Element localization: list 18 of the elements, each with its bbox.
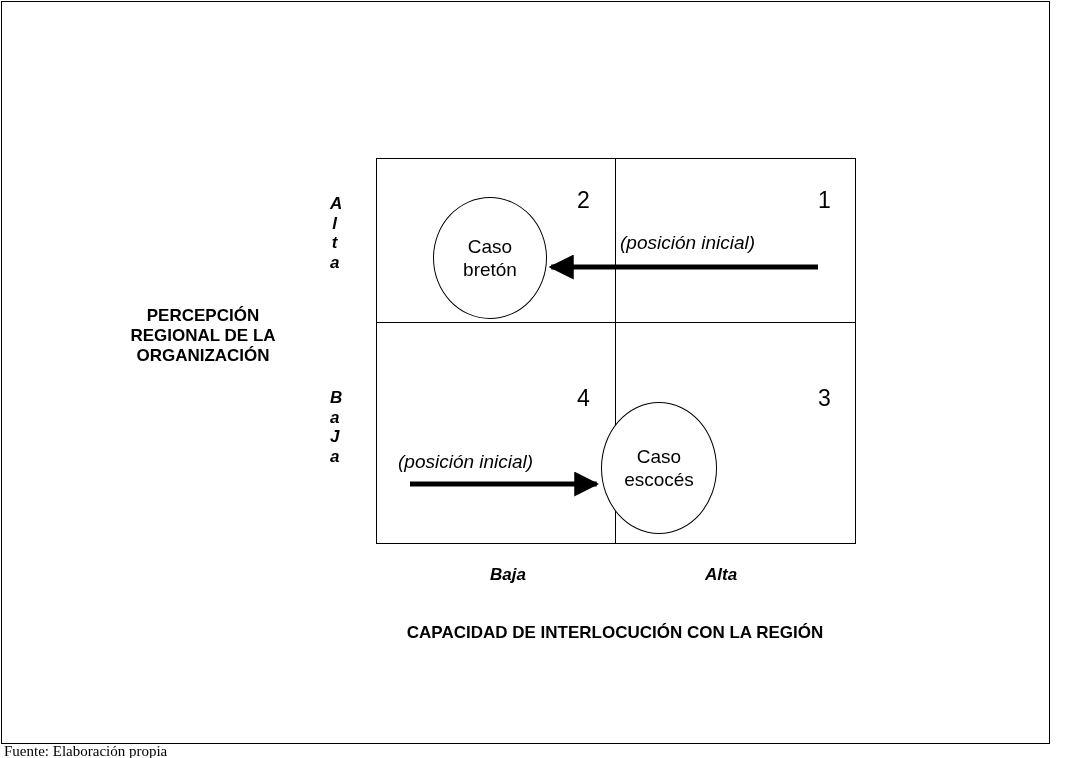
quadrant-number: 1 bbox=[818, 187, 831, 214]
quadrant-cell bbox=[615, 322, 856, 544]
quadrant-cell bbox=[615, 158, 856, 323]
axis-value-label: Baja bbox=[490, 565, 526, 585]
quadrant-number: 2 bbox=[577, 187, 590, 214]
case-circle: Caso escocés bbox=[601, 402, 717, 534]
edge-label: (posición inicial) bbox=[398, 451, 534, 473]
case-circle: Caso bretón bbox=[433, 197, 547, 319]
axis-value-label: Alta bbox=[330, 194, 339, 272]
arrow bbox=[410, 471, 600, 497]
arrow bbox=[548, 254, 818, 280]
quadrant-number: 3 bbox=[818, 385, 831, 412]
quadrant-number: 4 bbox=[577, 385, 590, 412]
edge-label: (posición inicial) bbox=[620, 232, 756, 254]
quadrant-cell bbox=[376, 158, 616, 323]
axis-value-label: Alta bbox=[705, 565, 738, 585]
axis-title: PERCEPCIÓN REGIONAL DE LA ORGANIZACIÓN bbox=[129, 306, 277, 366]
axis-title: CAPACIDAD DE INTERLOCUCIÓN CON LA REGIÓN bbox=[405, 622, 825, 644]
